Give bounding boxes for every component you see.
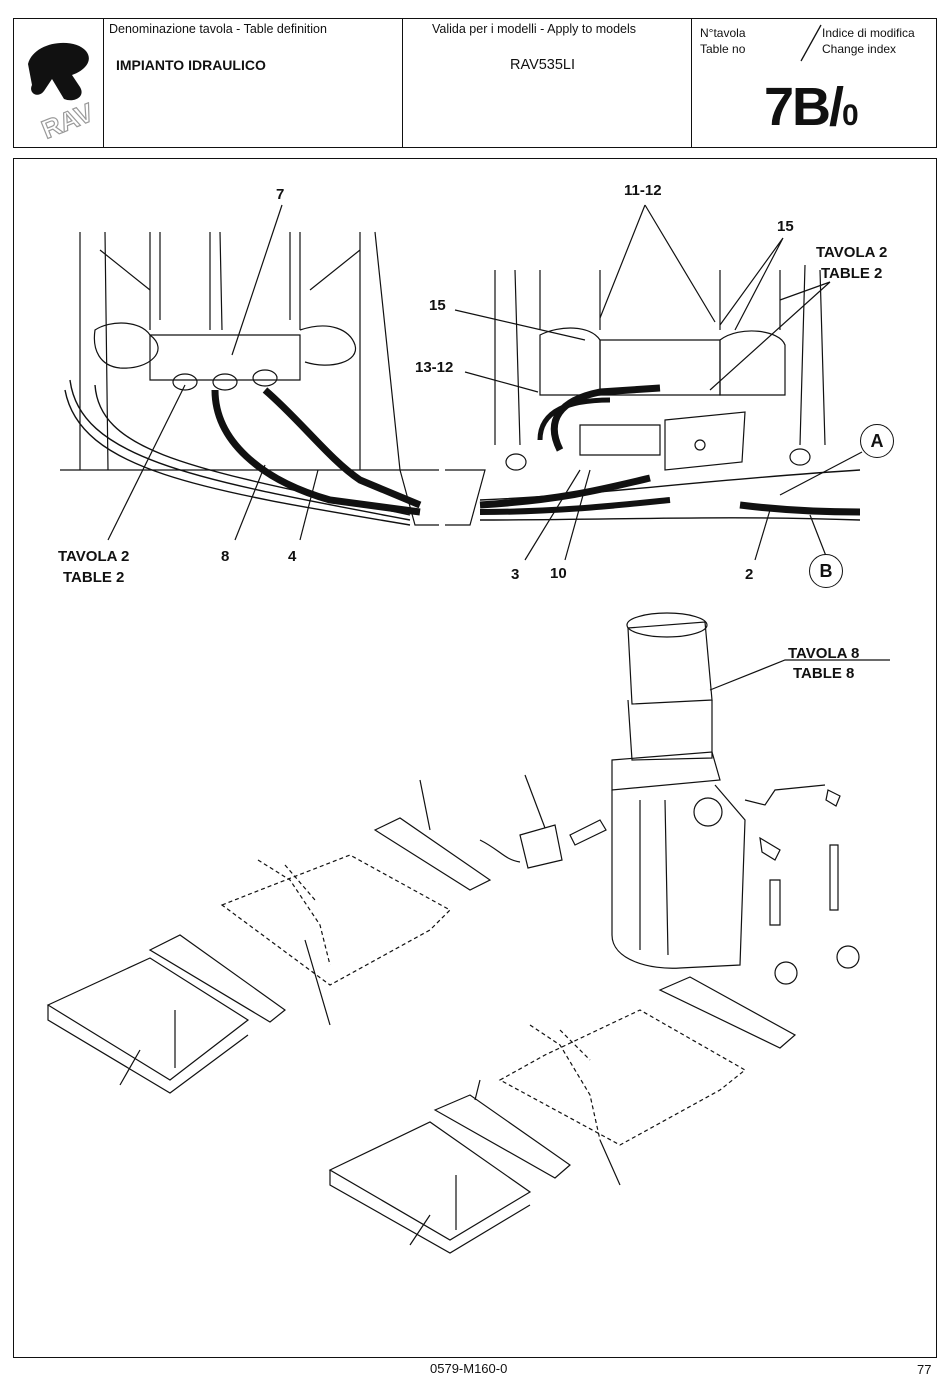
tavola2-left-line2: TABLE 2 [58,567,129,588]
drawing-code: 0579-M160-0 [430,1361,507,1376]
page-number: 77 [917,1362,931,1377]
callout-4: 4 [288,548,296,565]
callout-8: 8 [221,548,229,565]
callout-7: 7 [276,186,284,203]
circle-callout-b: B [809,554,843,588]
callout-2: 2 [745,566,753,583]
tavola8: TAVOLA 8 TABLE 8 [788,644,859,684]
tavola2-right: TAVOLA 2 TABLE 2 [816,242,887,284]
tavola8-line1: TAVOLA 8 [788,644,859,664]
tavola2-left: TAVOLA 2 TABLE 2 [58,546,129,588]
callout-15-left: 15 [429,297,446,314]
callout-13-12: 13-12 [415,359,453,376]
tavola2-left-line1: TAVOLA 2 [58,546,129,567]
callout-15-right: 15 [777,218,794,235]
callout-11-12: 11-12 [624,182,662,199]
tavola2-right-line1: TAVOLA 2 [816,242,887,263]
circle-callout-a: A [860,424,894,458]
tavola2-right-line2: TABLE 2 [816,263,887,284]
tavola8-line2: TABLE 8 [788,664,859,684]
callout-3: 3 [511,566,519,583]
callout-10: 10 [550,565,567,582]
